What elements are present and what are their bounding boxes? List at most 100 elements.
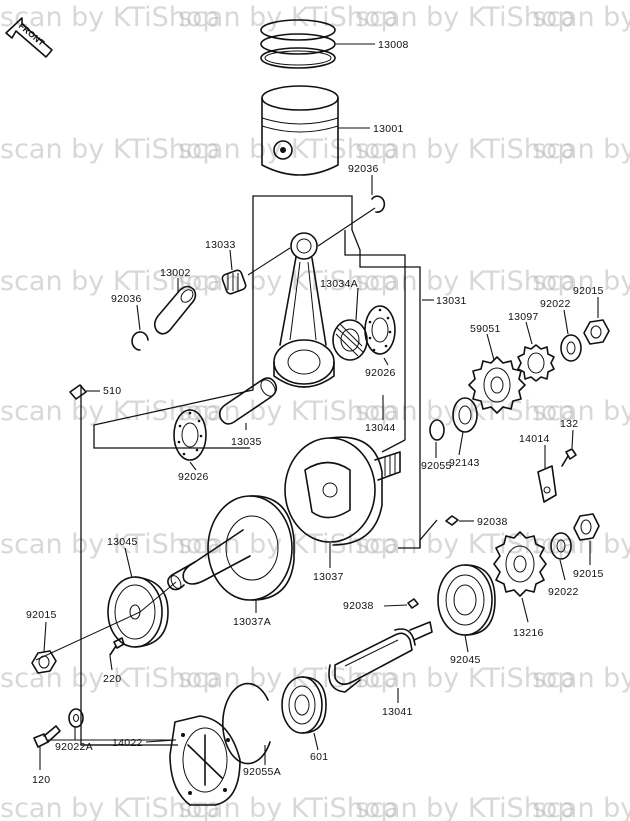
- watermark: scan by KTiShop: [532, 396, 630, 427]
- washer-left: [68, 708, 84, 728]
- piston: [261, 85, 339, 176]
- label-132: 132: [560, 418, 578, 430]
- watermark: scan by KTiShop: [532, 529, 630, 560]
- watermark: scan by KTiShop: [532, 2, 630, 33]
- label-13097: 13097: [508, 311, 539, 323]
- piston-pin: [153, 285, 197, 335]
- label-13002: 13002: [160, 267, 191, 279]
- watermark: scan by KTiShop: [178, 266, 398, 297]
- o-ring: [429, 419, 445, 441]
- label-14022: 14022: [112, 737, 143, 749]
- label-92026-left: 92026: [178, 471, 209, 483]
- watermark: scan by KTiShop: [178, 529, 398, 560]
- drive-gear: [517, 344, 555, 382]
- needle-bearing-big: [332, 319, 368, 361]
- collar: [452, 397, 478, 433]
- label-92022A: 92022A: [55, 741, 93, 753]
- watermark: scan by KTiShop: [178, 396, 398, 427]
- label-13001: 13001: [373, 123, 404, 135]
- label-92026-right: 92026: [365, 367, 396, 379]
- label-13033: 13033: [205, 239, 236, 251]
- watermark: scan by KTiShop: [0, 134, 220, 165]
- label-59051: 59051: [470, 323, 501, 335]
- crank-flywheel-left: [167, 495, 295, 601]
- piston-rings: [260, 19, 336, 69]
- screw: [109, 637, 125, 656]
- watermark: scan by KTiShop: [0, 266, 220, 297]
- label-220: 220: [103, 673, 121, 685]
- label-92036-lower: 92036: [111, 293, 142, 305]
- label-92015-left: 92015: [26, 609, 57, 621]
- needle-bearing-small: [221, 269, 247, 295]
- label-120: 120: [32, 774, 50, 786]
- assembly-frame: [80, 195, 438, 746]
- label-601: 601: [310, 751, 328, 763]
- label-92143: 92143: [449, 457, 480, 469]
- watermark: scan by KTiShop: [178, 134, 398, 165]
- key-right: [445, 515, 459, 526]
- nut-top: [583, 319, 610, 345]
- bolt-small: [561, 448, 577, 467]
- label-510: 510: [103, 385, 121, 397]
- circlip-lower: [131, 331, 149, 351]
- watermark: scan by KTiShop: [532, 793, 630, 821]
- balancer-shaft: [328, 621, 433, 693]
- watermark: scan by KTiShop: [355, 266, 575, 297]
- label-13037: 13037: [313, 571, 344, 583]
- watermark: scan by KTiShop: [355, 134, 575, 165]
- washer-top: [560, 334, 582, 362]
- label-92038-right: 92038: [477, 516, 508, 528]
- label-92045: 92045: [450, 654, 481, 666]
- label-92022-right: 92022: [548, 586, 579, 598]
- leader-lines: [35, 43, 599, 770]
- watermark: scan by KTiShop: [178, 2, 398, 33]
- label-92015-right: 92015: [573, 568, 604, 580]
- label-92015-top: 92015: [573, 285, 604, 297]
- circlip-upper: [371, 195, 386, 213]
- plate: [537, 465, 557, 503]
- watermark: scan by KTiShop: [178, 793, 398, 821]
- ball-bearing-right: [437, 564, 496, 636]
- woodruff-key: [69, 384, 87, 400]
- label-92036-upper: 92036: [348, 163, 379, 175]
- label-13034A: 13034A: [320, 278, 358, 290]
- part-labels: 13008 13001 92036 13033 13002 92036 1303…: [26, 39, 604, 786]
- label-13037A: 13037A: [233, 616, 271, 628]
- watermark: scan by KTiShop: [355, 396, 575, 427]
- crank-pin: [218, 377, 278, 425]
- label-92022-top: 92022: [540, 298, 571, 310]
- label-13031: 13031: [436, 295, 467, 307]
- label-13035: 13035: [231, 436, 262, 448]
- label-13216: 13216: [513, 627, 544, 639]
- bearing-housing: [169, 715, 241, 806]
- label-92055A: 92055A: [243, 766, 281, 778]
- connecting-rod: [247, 207, 376, 388]
- watermark: scan by KTiShop: [532, 266, 630, 297]
- nut-right: [573, 513, 600, 541]
- label-14014: 14014: [519, 433, 550, 445]
- watermark: scan by KTiShop: [178, 663, 398, 694]
- thrust-washer-left: [173, 409, 207, 461]
- watermark: scan by KTiShop: [0, 2, 220, 33]
- watermark: scan by KTiShop: [355, 663, 575, 694]
- watermark: scan by KTiShop: [532, 134, 630, 165]
- watermark: scan by KTiShop: [355, 2, 575, 33]
- label-92055: 92055: [421, 460, 452, 472]
- label-13044: 13044: [365, 422, 396, 434]
- watermark: scan by KTiShop: [355, 793, 575, 821]
- watermark: scan by KTiShop: [0, 663, 220, 694]
- crank-flywheel-right: [284, 436, 401, 546]
- output-sprocket: [493, 531, 547, 597]
- label-13008: 13008: [378, 39, 409, 51]
- key-lower: [407, 598, 419, 609]
- watermark: scan by KTiShop: [532, 663, 630, 694]
- label-92038-lower: 92038: [343, 600, 374, 612]
- bolt-left: [33, 725, 61, 748]
- label-13045: 13045: [107, 536, 138, 548]
- thrust-washer-right: [364, 305, 396, 355]
- rotor: [107, 576, 169, 648]
- ball-bearing-left: [281, 676, 327, 734]
